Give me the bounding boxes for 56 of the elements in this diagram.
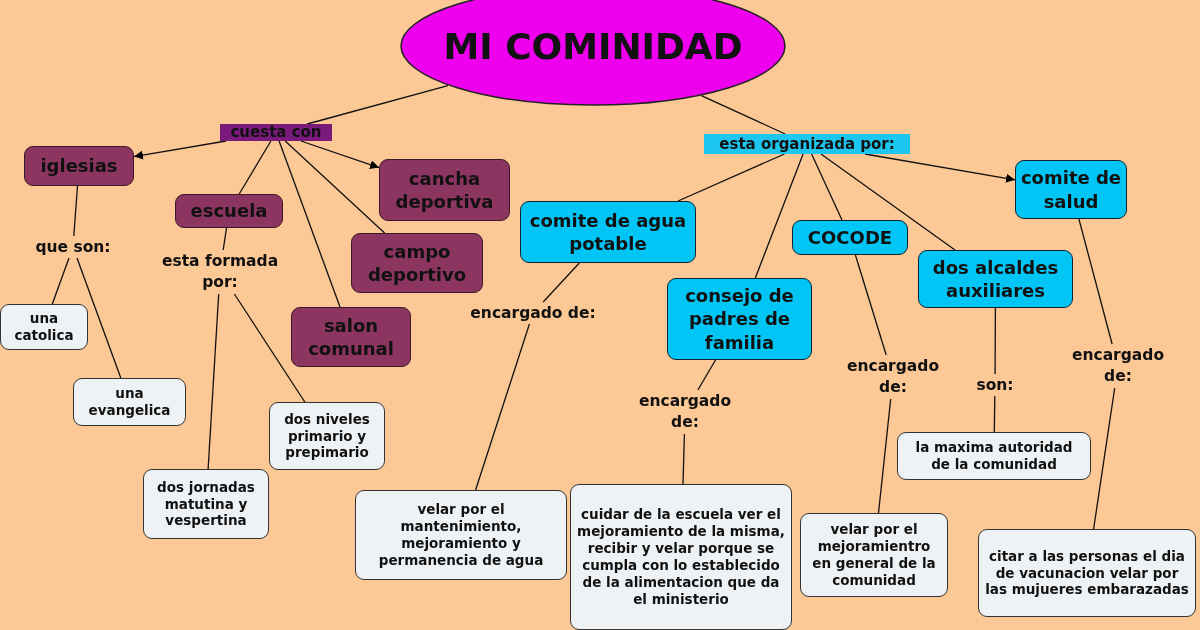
connector-line	[542, 262, 580, 303]
linking-phrase: encargado de:	[836, 355, 950, 399]
connector-line	[854, 254, 887, 356]
linking-phrase: son:	[970, 374, 1020, 396]
linking-phrase: cuesta con	[220, 124, 332, 141]
concept-box: escuela	[175, 194, 283, 228]
concept-box: comite de salud	[1015, 160, 1127, 219]
connector-line	[820, 153, 956, 251]
linking-phrase: encargado de:	[460, 302, 606, 324]
concept-box: dos alcaldes auxiliares	[918, 250, 1073, 308]
connector-line	[222, 227, 228, 251]
concept-box: una evangelica	[73, 378, 186, 426]
connector-line	[238, 140, 272, 195]
concept-box: consejo de padres de familia	[667, 278, 812, 360]
connector-line	[1078, 218, 1113, 345]
linking-phrase: encargado de:	[1060, 344, 1176, 388]
concept-box: iglesias	[24, 146, 134, 186]
connector-line	[993, 395, 996, 433]
concept-box: una catolica	[0, 304, 88, 350]
concept-box: dos niveles primario y prepimario	[269, 402, 385, 470]
connector-line	[76, 257, 122, 379]
connector-line	[994, 307, 997, 375]
connector-line	[207, 293, 220, 470]
concept-box: velar por el mejoramientro en general de la comunidad	[800, 513, 948, 597]
concept-box: citar a las personas el dia de vacunacion velar por las mujueres embarazadas	[978, 529, 1196, 617]
connector-line	[474, 323, 531, 491]
concept-box: salon comunal	[291, 307, 411, 367]
concept-box: COCODE	[792, 220, 908, 255]
connector-line	[810, 153, 843, 221]
connector-line	[682, 433, 686, 485]
arrow	[864, 153, 1016, 183]
connector-line	[284, 140, 386, 234]
connector-line	[700, 94, 786, 135]
linking-phrase: esta organizada por:	[704, 134, 910, 154]
connector-line	[51, 257, 70, 305]
connector-line	[73, 185, 79, 237]
connector-line	[306, 84, 449, 125]
connector-line	[877, 398, 892, 514]
concept-box: velar por el mantenimiento, mejoramiento y permanencia de agua	[355, 490, 567, 580]
arrow	[300, 140, 380, 169]
concept-box: cuidar de la escuela ver el mejoramiento de la misma, recibir y velar porque se cumpla con lo establecido de la alimentacion que da el ministerio	[570, 484, 792, 630]
arrow	[133, 140, 227, 160]
connector-line	[754, 153, 804, 279]
concept-box: la maxima autoridad de la comunidad	[897, 432, 1091, 480]
concept-box: dos jornadas matutina y vespertina	[143, 469, 269, 539]
connector-line	[233, 293, 306, 403]
linking-phrase: que son:	[28, 236, 118, 258]
connector-line	[697, 359, 717, 391]
concept-box: campo deportivo	[351, 233, 483, 293]
connector-line	[677, 153, 786, 202]
concept-box: cancha deportiva	[379, 159, 510, 221]
connector-line	[278, 140, 341, 308]
connector-line	[1092, 387, 1116, 530]
concept-box: comite de agua potable	[520, 201, 696, 263]
linking-phrase: esta formada por:	[150, 250, 290, 294]
linking-phrase: encargado de:	[628, 390, 742, 434]
